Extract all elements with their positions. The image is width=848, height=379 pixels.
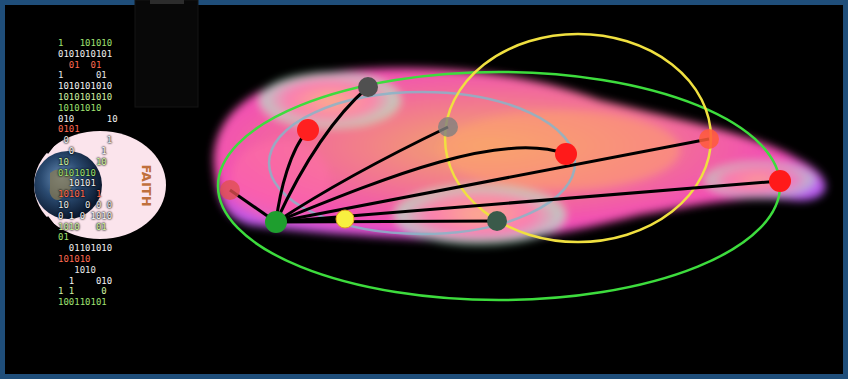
binary-digits: 0101010 <box>58 168 118 179</box>
binary-digits: 1010 01 <box>58 222 118 233</box>
binary-digits: 0 1 <box>58 146 118 157</box>
binary-digits: 1 01 <box>58 70 118 81</box>
binary-digits: 1 101010 <box>58 38 118 49</box>
binary-digits: 010 10 <box>58 114 118 125</box>
binary-digits: 10101010 <box>58 103 118 114</box>
binary-digits: 1010101010 <box>58 92 118 103</box>
binary-digits: 10 10 <box>58 157 118 168</box>
binary-digits: 1 010 <box>58 276 118 287</box>
binary-digits: 01 01 <box>58 60 118 71</box>
binary-digits: 1010101010 <box>58 81 118 92</box>
binary-digits: 1 1 0 <box>58 286 118 297</box>
binary-digits: 10101 1 <box>58 189 118 200</box>
binary-digits: 0101010101 <box>58 49 118 60</box>
binary-digits: 0101 <box>58 124 118 135</box>
binary-digits: 101010 <box>58 254 118 265</box>
binary-digits: 0 1 0 1010 <box>58 211 118 222</box>
binary-digits: 10101 <box>58 178 118 189</box>
binary-column: 1 1010100101010101 01 011 01101010101010… <box>58 38 118 308</box>
binary-digits: 0 1 <box>58 135 118 146</box>
binary-digits: 10 0 0 0 <box>58 200 118 211</box>
binary-digits: 1010 <box>58 265 118 276</box>
binary-digits: 01101010 <box>58 243 118 254</box>
faith-word: FAITH <box>138 164 153 206</box>
binary-digits: 100110101 <box>58 297 118 308</box>
binary-digits: 01 <box>58 232 118 243</box>
